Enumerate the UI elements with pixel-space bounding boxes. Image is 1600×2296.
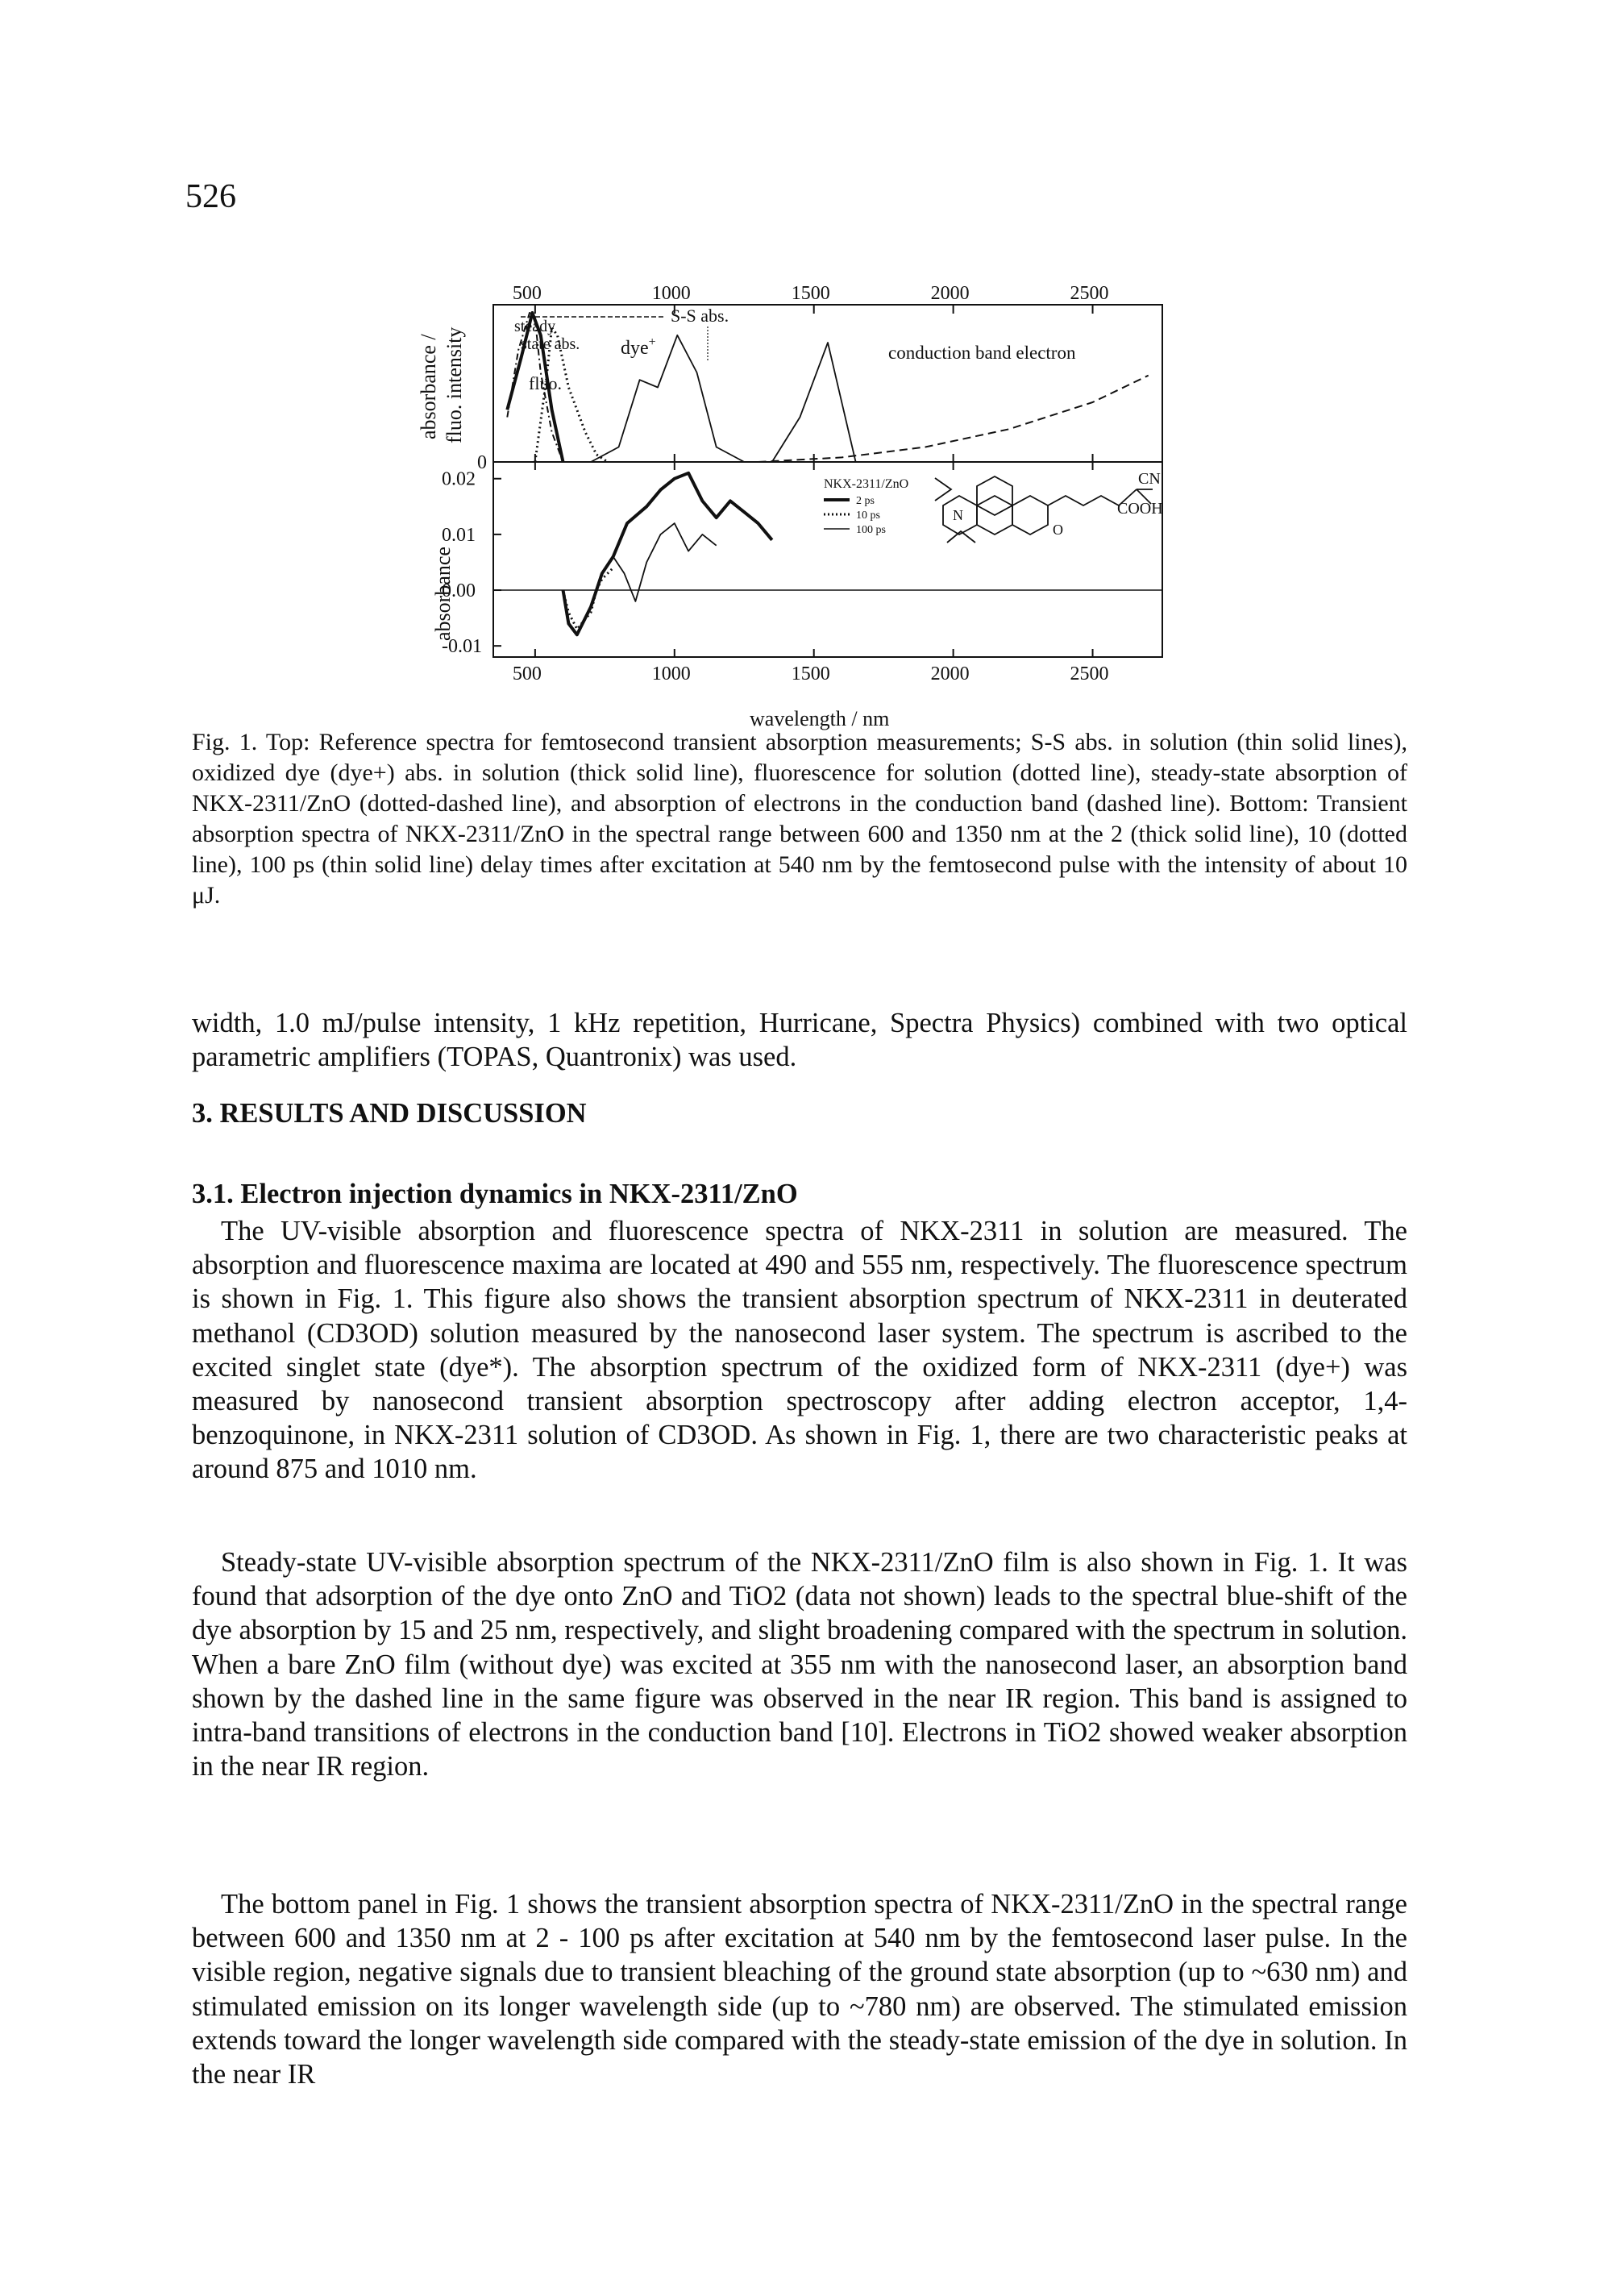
section-heading: 3. RESULTS AND DISCUSSION [192,1098,587,1129]
top-x-tick-label: 2000 [931,283,970,304]
bottom-series-100-ps [612,522,717,602]
top-x-tick-label: 1000 [652,283,691,304]
subsection-heading: 3.1. Electron injection dynamics in NKX-… [192,1179,798,1209]
bottom-x-tick-label: 500 [513,663,542,684]
label-conduction-band: conduction band electron [888,343,1076,363]
bottom-x-tick-label: 2500 [1070,663,1109,684]
top-series-fluo- [534,327,609,464]
figure-caption: Fig. 1. Top: Reference spectra for femto… [192,727,1407,911]
caption-text: Top: Reference spectra for femtosecond t… [192,729,1407,909]
bottom-x-tick-label: 2000 [931,663,970,684]
label-dye-plus: dye+ [621,335,656,359]
top-series-dye- [590,334,857,463]
label-ss-abs: S-S abs. [671,306,729,326]
top-panel-zero-tick: 0 [477,452,487,473]
bottom-y-tick-label: 0.02 [442,469,476,490]
bottom-series-2-ps [561,471,774,637]
top-panel-ylabel-2: fluo. intensity [443,327,466,443]
bottom-y-tick-label: 0.00 [442,580,476,601]
bottom-panel-xlabel: wavelength / nm [750,707,889,730]
molecular-structure [934,475,1153,543]
paragraph-2: Steady-state UV-visible absorption spect… [192,1547,1407,1782]
bottom-y-tick-label: -0.01 [442,636,482,657]
top-panel-frame [492,304,1163,463]
legend-item-2ps: 2 ps [856,495,875,507]
bottom-panel-ylabel: absorbance [431,547,455,641]
structure-cn: CN [1138,470,1161,488]
figure-1: absorbance / fluo. intensity 0 absorbanc… [417,283,1163,730]
structure-o: O [1053,522,1063,538]
top-x-tick-label: 2500 [1070,283,1109,304]
paragraph-1: The UV-visible absorption and fluorescen… [192,1216,1407,1485]
label-steady: steady [514,318,555,335]
paragraph-3: The bottom panel in Fig. 1 shows the tra… [192,1889,1407,2090]
top-series-conduction-band-electron [758,374,1149,463]
legend-item-100ps: 100 ps [856,524,886,536]
bottom-panel-frame [492,461,1163,658]
top-x-tick-label: 500 [513,283,542,304]
legend-title: NKX-2311/ZnO [824,477,908,491]
bottom-series-10-ps [562,567,614,630]
top-x-tick-label: 1500 [792,283,830,304]
bottom-x-tick-label: 1000 [652,663,691,684]
label-state-abs: state abs. [521,335,580,353]
label-fluo: fluo. [529,373,562,393]
structure-cooh: COOH [1117,500,1163,518]
caption-label: Fig. 1. [192,729,258,755]
page-number: 526 [185,178,236,215]
legend-item-10ps: 10 ps [856,510,880,522]
paragraph-intro: width, 1.0 mJ/pulse intensity, 1 kHz rep… [192,1008,1407,1073]
structure-n: N [953,507,963,523]
bottom-y-tick-label: 0.01 [442,525,476,546]
bottom-x-tick-label: 1500 [792,663,830,684]
top-series-s-s-abs- [505,311,565,463]
top-panel-ylabel-1: absorbance / [417,334,440,439]
